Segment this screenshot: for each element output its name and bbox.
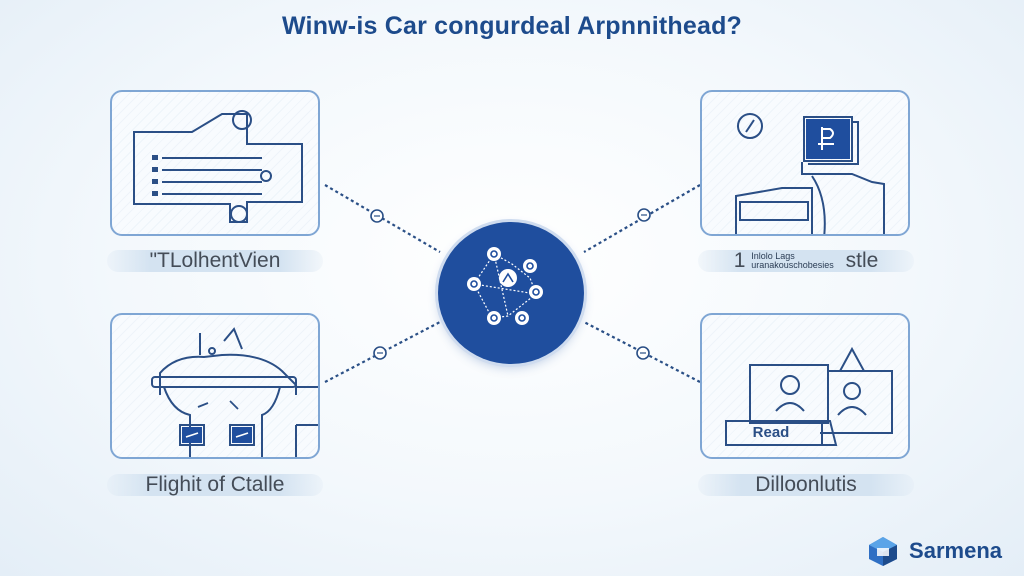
network-nodes-icon (467, 247, 543, 325)
card-bottom-right: Read (700, 313, 910, 459)
brand-logo: Sarmena (865, 535, 1002, 567)
card-top-right-label-text: stle (845, 249, 879, 272)
form-document-illustration (133, 110, 303, 223)
card-bottom-right-label: Dilloonlutis (698, 474, 914, 496)
card-bottom-left (110, 313, 320, 459)
card-top-right-label: 1 Inlolo Lags uranakouschobesies stle (698, 250, 914, 272)
profile-desk-illustration (725, 346, 893, 446)
card-top-left (110, 90, 320, 236)
card-bottom-left-label: Flighit of Ctalle (107, 474, 323, 496)
card-top-right-label-prefix: 1 (733, 249, 746, 272)
vehicle-panel-illustration (151, 327, 318, 457)
card-top-right (700, 90, 910, 236)
diagram-title: Winw-is Car congurdeal Arpnnithead? (281, 12, 743, 40)
hexagon-logo-icon (869, 537, 898, 566)
card-top-right-small-text: Inlolo Lags uranakouschobesies (751, 252, 834, 270)
brand-name: Sarmena (909, 538, 1002, 563)
central-hub (438, 222, 584, 364)
card-top-right-small-line-1: Inlolo Lags (751, 251, 795, 262)
computer-user-illustration (735, 113, 885, 234)
read-button[interactable]: Read (752, 424, 790, 441)
card-top-right-small-line-2: uranakouschobesies (751, 260, 834, 271)
card-top-left-label: "TLolhentVien (107, 250, 323, 272)
